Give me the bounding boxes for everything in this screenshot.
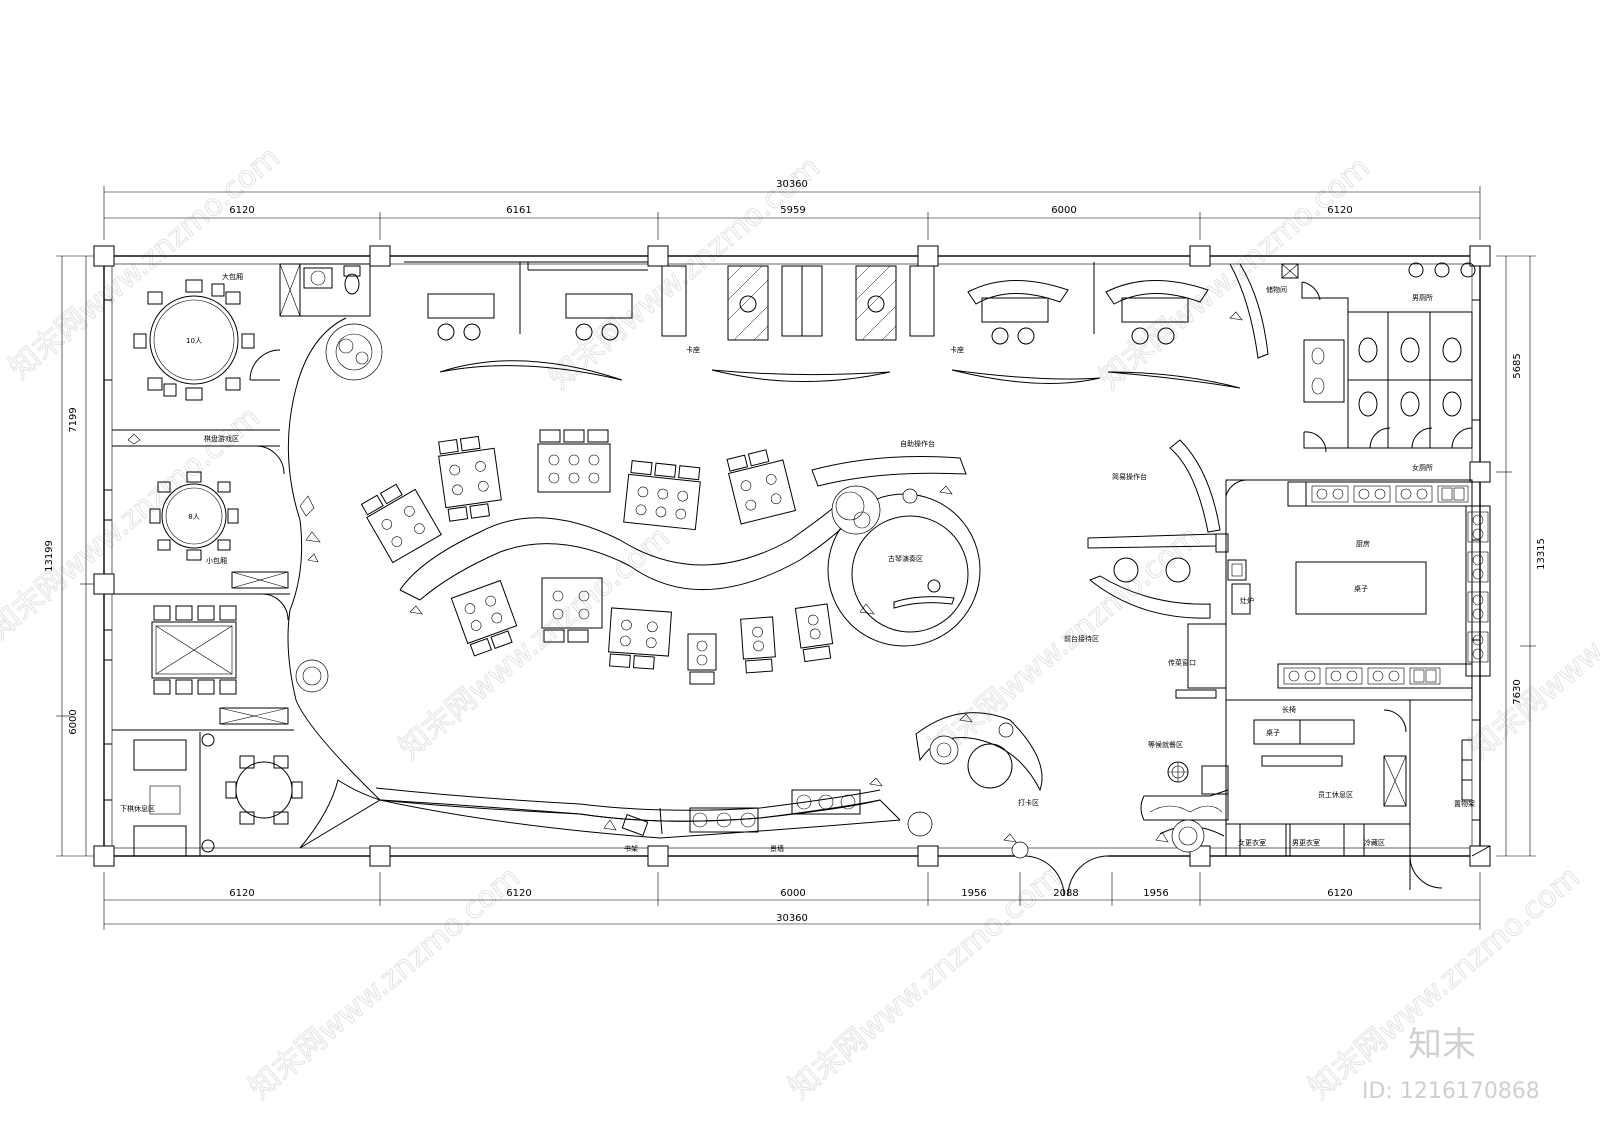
label-pickup-window: 传菜窗口 (1168, 658, 1196, 667)
dim-right-1: 5685 (1512, 353, 1523, 378)
label-booth-2: 卡座 (950, 345, 964, 354)
label-table-10: 10人 (186, 337, 202, 345)
stove-top-icons (1287, 481, 1469, 507)
staff-zone: 长椅 桌子 员工休息区 置物架 女更衣室 男更衣室 冷藏区 (1225, 699, 1491, 890)
dim-top-2: 6161 (506, 205, 531, 216)
label-staff-rest: 员工休息区 (1318, 790, 1353, 799)
plant-icon (902, 488, 918, 504)
columns (93, 245, 1491, 867)
label-bookshelf: 书架 (624, 844, 638, 853)
plant-icon (929, 735, 959, 765)
label-shelf-room: 置物架 (1454, 799, 1475, 808)
dim-bottom-6: 1956 (1143, 888, 1168, 899)
label-waiting-area: 等候就餐区 (1148, 740, 1183, 749)
label-womens-restroom: 女厕所 (1412, 463, 1433, 472)
table-10-icon (149, 295, 239, 385)
top-wall-zone: 卡座 卡座 储物间 (279, 261, 1349, 389)
label-table-8: 8人 (188, 513, 199, 521)
label-staff-table: 桌子 (1266, 728, 1280, 737)
watermark: 知末网www.znzmo.com (243, 860, 527, 1106)
brand: 知末 ID: 1216170868 (1362, 1025, 1540, 1104)
bar-zone: 简易操作台 传菜窗口 (1087, 439, 1229, 689)
label-kitchen-table: 桌子 (1354, 584, 1368, 593)
dim-top-total: 30360 (776, 179, 808, 190)
brand-id: ID: 1216170868 (1362, 1079, 1540, 1104)
plant-icon (998, 722, 1014, 738)
watermark-layer: 知末网www.znzmo.com 知末网www.znzmo.com 知末网www… (0, 139, 1600, 1106)
label-cold-storage: 冷藏区 (1364, 838, 1385, 847)
dimension-top: 30360 6120 6161 5959 6000 6120 (103, 179, 1481, 240)
label-stove: 灶炉 (1240, 596, 1254, 605)
dim-right-2: 13315 (1536, 538, 1547, 570)
label-photo-area: 打卡区 (1018, 798, 1039, 807)
tea-chairs (153, 605, 237, 695)
plant-icon (325, 323, 383, 381)
chairs-8 (149, 471, 239, 561)
dim-bottom-4: 1956 (961, 888, 986, 899)
bottom-stove-icons (1283, 667, 1441, 685)
label-chess-game-area: 棋盘游戏区 (204, 434, 239, 443)
plant-icon (1171, 819, 1205, 853)
plant-icon (1011, 841, 1029, 859)
dim-top-1: 6120 (229, 205, 254, 216)
dim-bottom-2: 6120 (506, 888, 531, 899)
label-mens-locker: 男更衣室 (1292, 838, 1320, 847)
label-booth-1: 卡座 (686, 345, 700, 354)
dim-left-3: 6000 (68, 709, 79, 734)
label-guzheng-stage: 古琴演奏区 (888, 554, 923, 563)
chairs-10 (133, 279, 255, 401)
label-womens-locker: 女更衣室 (1238, 838, 1266, 847)
dim-bottom-3: 6000 (780, 888, 805, 899)
side-stove-icons (1467, 511, 1489, 663)
glass-hatch-2 (855, 265, 897, 341)
label-large-private-room: 大包厢 (222, 272, 243, 281)
label-mens-restroom: 男厕所 (1412, 293, 1433, 302)
watermark: 知末网www.znzmo.com (3, 140, 287, 386)
watermark: 知末网www.znzmo.com (783, 860, 1067, 1106)
kitchen-zone: 厨房 桌子 灶炉 (1225, 479, 1491, 701)
dim-top-4: 6000 (1051, 205, 1076, 216)
restrooms: 男厕所 女厕所 (1303, 262, 1476, 472)
center-dining: 自助操作台 古琴演奏区 (287, 317, 1229, 853)
label-bench: 长椅 (1282, 705, 1296, 714)
plant-icon (831, 485, 881, 535)
label-storage: 储物间 (1266, 285, 1287, 294)
round-table-chairs (225, 755, 303, 825)
brand-logo: 知末 (1408, 1025, 1476, 1065)
dim-bottom-1: 6120 (229, 888, 254, 899)
dim-bottom-total: 30360 (776, 913, 808, 924)
dim-bottom-5: 2088 (1053, 888, 1078, 899)
label-bar-counter: 简易操作台 (1112, 472, 1147, 481)
dining-tables (360, 429, 834, 685)
glass-hatch-1 (727, 265, 769, 341)
dimension-left: 7199 13199 6000 (44, 255, 96, 857)
dimension-bottom: 6120 6120 6000 1956 2088 1956 6120 30360 (103, 872, 1481, 930)
dim-right-3: 7630 (1512, 679, 1523, 704)
dim-left-1: 7199 (68, 407, 79, 432)
label-reception: 前台接待区 (1064, 634, 1099, 643)
label-landscape-wall: 景墙 (770, 844, 784, 853)
dim-bottom-7: 6120 (1327, 888, 1352, 899)
table-8-icon (161, 483, 227, 549)
dim-top-5: 6120 (1327, 205, 1352, 216)
dimension-right: 5685 13315 7630 (1496, 255, 1547, 857)
label-small-private-room: 小包厢 (206, 556, 227, 565)
plant-icon (907, 811, 933, 837)
plants (127, 311, 1243, 859)
plant-icon (295, 659, 329, 693)
label-self-service-counter: 自助操作台 (900, 439, 935, 448)
dim-left-2: 13199 (44, 540, 55, 572)
toilet-icons (1358, 337, 1462, 417)
watermark: 知末网www.znzmo.com (1463, 520, 1600, 766)
label-tea-rest-area: 下棋休息区 (120, 804, 155, 813)
label-kitchen: 厨房 (1356, 539, 1370, 548)
dim-top-3: 5959 (780, 205, 805, 216)
left-zone: 大包厢 10人 棋盘游戏区 8人 (112, 272, 303, 857)
